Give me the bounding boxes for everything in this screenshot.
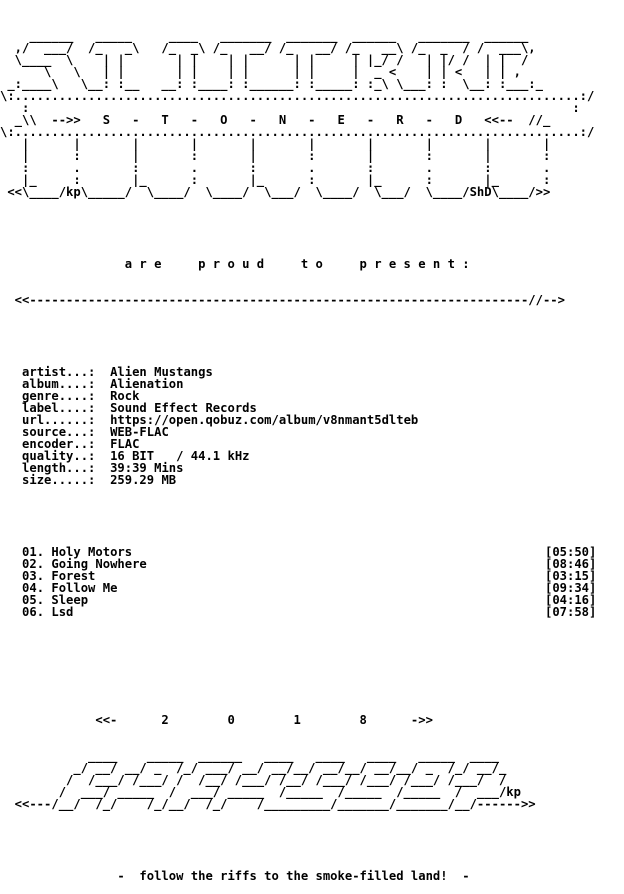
spacer [0,678,624,690]
info-label: url......: [22,413,96,427]
info-value: Sound Effect Records [110,401,257,415]
ascii-art-line: _:____\ \__: :__ __: :____: :______: :__… [0,77,543,91]
info-value: Alienation [110,377,184,391]
ascii-art-line: _/ __/ __/ _ /_/ ___/ __/ __/__/ __/__/ … [0,761,507,775]
ascii-art-line: <<---/__/ /_/ /_/__/ /_/ /_________/____… [0,797,536,811]
track-row: 05. Sleep[04:16] [0,594,624,606]
ascii-art-line: | | | | | | | | | | [0,137,551,151]
ascii-art-line: / /___/ /___/ / /__/ /___/ /__/ /___/ /_… [0,773,507,787]
info-value: 16 BIT / 44.1 kHz [110,449,250,463]
info-row-label: label....: Sound Effect Records [0,402,624,414]
ascii-art-line: / ___/ _____ / ___/ _____ /_____ /_____ … [0,785,521,799]
ascii-art-line: <<\____/kp\_____/ \____/ \____/ \___/ \_… [0,185,551,199]
present-line: a r e p r o u d t o p r e s e n t : [0,257,470,271]
info-label: quality..: [22,449,96,463]
track-title: Lsd [51,605,74,619]
spacer [0,834,624,846]
ascii-art-line: | : | : | : | : | : [0,149,551,163]
info-label: label....: [22,401,96,415]
track-row: 01. Holy Motors [05:50] [0,546,624,558]
spacer [0,642,624,654]
info-row-size: size.....: 259.29 MB [0,474,624,486]
track-duration: [07:58] [545,605,597,619]
ascii-art-line: |_ : |_ : |_ : |_ : |_ : [0,173,551,187]
info-row-quality: quality..: 16 BIT / 44.1 kHz [0,450,624,462]
ascii-art-line: \:......................................… [0,125,595,139]
info-value: WEB-FLAC [110,425,169,439]
info-label: encoder..: [22,437,96,451]
info-label: album....: [22,377,96,391]
info-value: 259.29 MB [110,473,177,487]
ascii-art-line: \ \ | | | | | | | | | _ < | | < | | , [0,65,521,79]
release-info: artist...: Alien Mustangs album....: Ali… [0,366,624,486]
info-label: source...: [22,425,96,439]
stonerd-ascii-logo-top: ______ _____ ____ _______ _______ ______… [0,30,624,198]
year-line: <<- 2 0 1 8 ->> [0,713,433,727]
spacer [0,510,624,522]
ascii-art-line: \:......................................… [0,89,595,103]
stonerd-ascii-logo-bottom: ____ _____ ______ ____ ____ ____ _____ _… [0,750,624,810]
info-row-url: url......: https://open.qobuz.com/album/… [0,414,624,426]
info-row-source: source...: WEB-FLAC [0,426,624,438]
info-row-artist: artist...: Alien Mustangs [0,366,624,378]
info-label: artist...: [22,365,96,379]
info-value: FLAC [110,437,140,451]
info-label: genre....: [22,389,96,403]
track-row: 04. Follow Me[09:34] [0,582,624,594]
info-row-album: album....: Alienation [0,378,624,390]
ascii-art-line: ,/ ___/ /_ _\ /_ _\ /_ __/ /_ __/ /_ __\… [0,41,536,55]
track-number: 01. [22,545,45,559]
track-title: Holy Motors [51,545,133,559]
present-rule: <<--------------------------------------… [0,293,565,307]
info-label: length...: [22,461,96,475]
ascii-art-line: _\\ -->> S - T - O - N - E - R - D <<-- … [0,113,551,127]
info-row-genre: genre....: Rock [0,390,624,402]
track-duration: [09:34] [545,581,597,595]
info-value: Alien Mustangs [110,365,213,379]
ascii-art-line: ____ _____ ______ ____ ____ ____ _____ _… [0,749,499,763]
ascii-art-line: ______ _____ ____ _______ _______ ______… [0,29,529,43]
tracklist: 01. Holy Motors[05:50] 02. Going Nowhere… [0,546,624,618]
ascii-art-line: : : [0,101,580,115]
track-row: 06. Lsd [07:58] [0,606,624,618]
info-value: 39:39 Mins [110,461,184,475]
track-duration: [04:16] [545,593,597,607]
ascii-art-line: \____ \ | | | | | | | | | |_/ / | |/ / |… [0,53,529,67]
spacer [0,222,624,234]
ascii-art-line: : . : . : . : . : . [0,161,551,175]
info-row-length: length...: 39:39 Mins [0,462,624,474]
info-row-encoder: encoder..: FLAC [0,438,624,450]
spacer [0,330,624,342]
track-duration: [08:46] [545,557,597,571]
info-label: size.....: [22,473,96,487]
track-number: 06. [22,605,45,619]
track-duration: [03:15] [545,569,597,583]
track-duration: [05:50] [545,545,597,559]
info-value: https://open.qobuz.com/album/v8nmant5dlt… [110,413,419,427]
footer-tagline: - follow the riffs to the smoke-filled l… [0,869,470,883]
info-value: Rock [110,389,140,403]
